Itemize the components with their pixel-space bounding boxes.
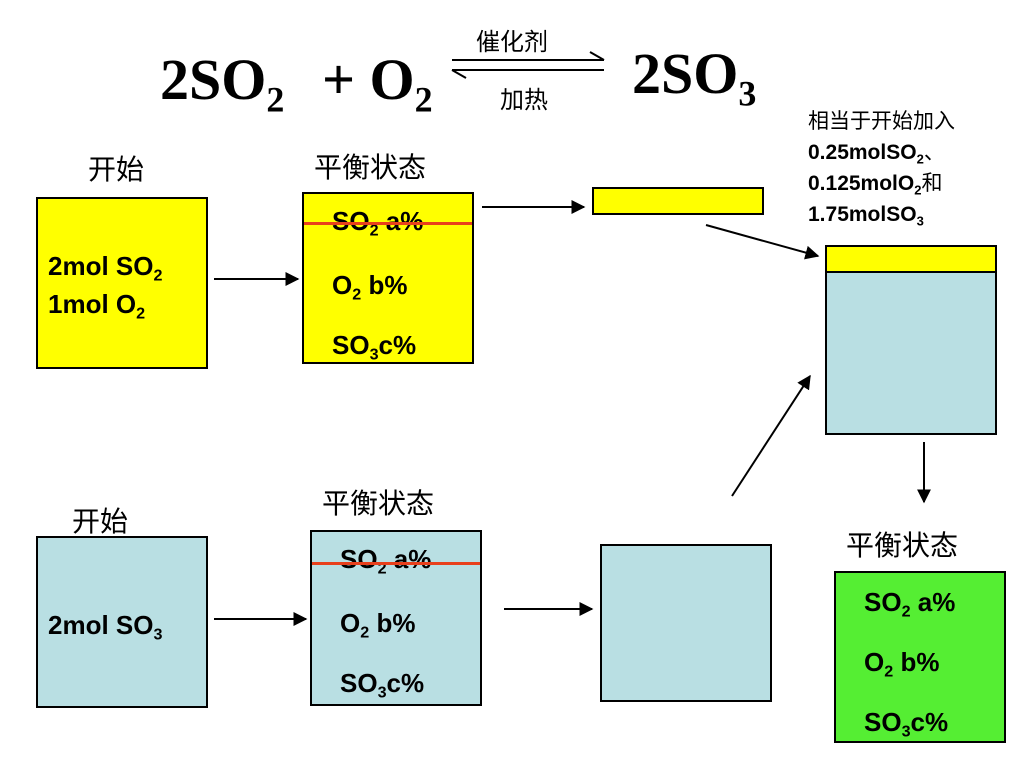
note-line4-text: 1.75molSO — [808, 203, 917, 226]
bottom-start-label: 开始 — [72, 506, 129, 537]
note-line3: 0.125molO2和 — [808, 168, 955, 199]
bottom-eq-o2-sub: 2 — [360, 623, 370, 642]
removed-portion-strip — [592, 187, 764, 215]
top-eq-so3-val: c% — [378, 330, 417, 360]
note-line3-text: 0.125molO — [808, 172, 915, 195]
top-eq-so2-sub: 2 — [369, 221, 379, 240]
final-eq-o2: O2 b% — [864, 647, 940, 681]
catalyst-label: 催化剂 — [476, 29, 548, 56]
bottom-eq-o2: O2 b% — [340, 608, 416, 642]
bottom-eq-so3-sub: 3 — [377, 683, 387, 702]
reverse-arrow-head — [451, 69, 467, 79]
note-line2: 0.25molSO2、 — [808, 137, 955, 168]
final-eq-o2-sub: 2 — [884, 662, 894, 681]
note-line2-sub: 2 — [916, 151, 924, 167]
top-eq-so2: SO2 a% — [332, 206, 424, 240]
top-start-label: 开始 — [88, 154, 145, 185]
top-eq-so3: SO3c% — [332, 330, 417, 364]
final-equilibrium-label: 平衡状态 — [846, 530, 959, 561]
equivalent-note: 相当于开始加入 0.25molSO2、 0.125molO2和 1.75molS… — [808, 106, 955, 230]
bottom-eq-so2-sub: 2 — [377, 559, 387, 578]
reactant2-subscript: 2 — [414, 79, 433, 120]
blue-to-combined-arrow — [731, 374, 811, 497]
final-eq-so2-sub: 2 — [901, 602, 911, 621]
top-start-line1-sub: 2 — [153, 266, 163, 285]
bottom-eq-so3-text: SO — [340, 668, 378, 698]
bottom-equilibrium-box: SO2 a% O2 b% SO3c% — [310, 530, 482, 706]
top-equilibrium-label: 平衡状态 — [314, 152, 427, 183]
strip-to-combined-arrow — [705, 224, 820, 260]
final-eq-so2-val: a% — [917, 587, 956, 617]
product-subscript: 3 — [738, 73, 757, 114]
bottom-eq-so2: SO2 a% — [340, 544, 432, 578]
final-eq-o2-val: b% — [900, 647, 940, 677]
top-start-box: 2mol SO2 1mol O2 — [36, 197, 208, 369]
top-start-line2-text: 1mol O — [48, 289, 137, 319]
final-eq-so3-sub: 3 — [901, 722, 911, 741]
final-eq-so3-val: c% — [910, 707, 949, 737]
note-line2-end: 、 — [923, 141, 945, 164]
bottom-start-line1-text: 2mol SO — [48, 610, 154, 640]
note-line3-end: 和 — [921, 172, 943, 195]
note-line4: 1.75molSO3 — [808, 199, 955, 230]
reactant1-subscript: 2 — [266, 79, 285, 120]
combined-yellow-portion — [827, 247, 995, 273]
bottom-start-line1: 2mol SO3 — [48, 610, 163, 644]
top-eq-o2: O2 b% — [332, 270, 408, 304]
top-start-line2-sub: 2 — [136, 304, 146, 323]
bottom-start-line1-sub: 3 — [153, 625, 163, 644]
forward-arrow-head — [589, 51, 605, 61]
top-start-line2: 1mol O2 — [48, 289, 146, 323]
bottom-strike-line — [312, 562, 480, 565]
top-eq-o2-sub: 2 — [352, 285, 362, 304]
bottom-equilibrium-label: 平衡状态 — [322, 488, 435, 519]
equation-reactant2: + O2 — [322, 46, 433, 118]
bottom-start-box: 2mol SO3 — [36, 536, 208, 708]
condition-label: 加热 — [500, 87, 548, 114]
equation-product: 2SO3 — [632, 40, 756, 112]
final-eq-so2: SO2 a% — [864, 587, 956, 621]
top-eq-o2-val: b% — [368, 270, 408, 300]
reactant1-formula: 2SO — [160, 47, 267, 112]
note-line2-text: 0.25molSO — [808, 141, 917, 164]
final-eq-so3-text: SO — [864, 707, 902, 737]
note-line1: 相当于开始加入 — [808, 110, 955, 133]
top-eq-so3-text: SO — [332, 330, 370, 360]
bottom-eq-o2-text: O — [340, 608, 361, 638]
combined-container — [825, 245, 997, 435]
equation-reactant1: 2SO2 — [160, 46, 284, 118]
blue-intermediate-box — [600, 544, 772, 702]
bottom-eq-so2-text: SO — [340, 544, 378, 574]
top-strike-line — [304, 222, 472, 225]
note-line3-sub: 2 — [914, 182, 922, 198]
plus-o2-formula: + O — [322, 47, 415, 112]
note-line4-sub: 3 — [916, 213, 924, 229]
top-eq-o2-text: O — [332, 270, 353, 300]
top-start-line1: 2mol SO2 — [48, 251, 163, 285]
top-start-line1-text: 2mol SO — [48, 251, 154, 281]
bottom-eq-so2-val: a% — [393, 544, 432, 574]
top-eq-so3-sub: 3 — [369, 345, 379, 364]
product-formula: 2SO — [632, 41, 739, 106]
final-equilibrium-box: SO2 a% O2 b% SO3c% — [834, 571, 1006, 743]
final-eq-so3: SO3c% — [864, 707, 949, 741]
final-eq-o2-text: O — [864, 647, 885, 677]
bottom-eq-so3: SO3c% — [340, 668, 425, 702]
final-eq-so2-text: SO — [864, 587, 902, 617]
top-equilibrium-box: SO2 a% O2 b% SO3c% — [302, 192, 474, 364]
top-eq-so2-val: a% — [385, 206, 424, 236]
bottom-eq-so3-val: c% — [386, 668, 425, 698]
bottom-eq-o2-val: b% — [376, 608, 416, 638]
top-eq-so2-text: SO — [332, 206, 370, 236]
